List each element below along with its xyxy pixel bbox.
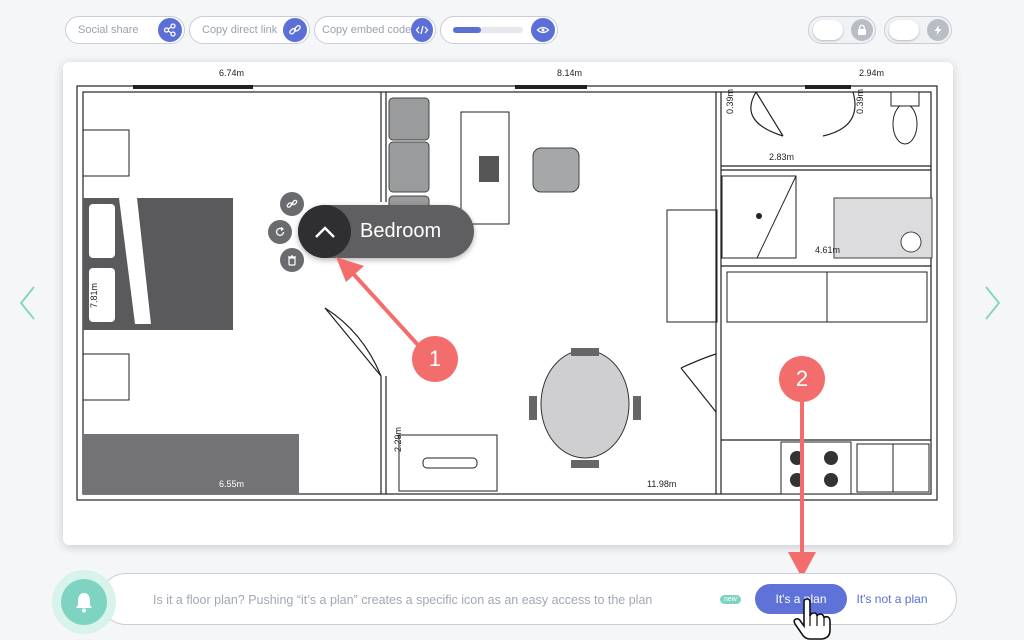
not-a-plan-button[interactable]: It's not a plan [856,592,928,606]
next-arrow-icon[interactable] [982,285,1002,321]
toggle-knob [813,20,843,40]
dimension-label: 8.14m [557,68,583,78]
dimension-label: 2.83m [769,152,795,162]
room-name[interactable]: Bedroom [360,220,442,242]
share-icon [158,18,182,42]
social-share-label: Social share [78,24,139,36]
zoom-slider[interactable] [440,16,558,44]
floor-plan-drawing [76,85,938,501]
bell-icon [61,579,107,625]
plan-confirmation-bar: Is it a floor plan? Pushing “it’s a plan… [100,573,957,625]
notice-text: Is it a floor plan? Pushing “it’s a plan… [153,593,653,607]
dimension-label: 2.94m [859,68,885,78]
previous-arrow-icon[interactable] [18,285,38,321]
lock-icon [851,19,873,41]
copy-link-label: Copy direct link [202,24,278,36]
eye-icon[interactable] [531,18,555,42]
hand-cursor-icon [793,598,831,640]
copy-embed-button[interactable]: Copy embed code [314,16,436,44]
code-icon [411,18,433,42]
dimension-label: 6.55m [219,479,245,489]
annotation-marker-2: 2 [779,356,825,402]
notification-bell[interactable] [52,570,116,634]
toggle-knob [889,20,919,40]
its-a-plan-button[interactable]: It's a plan [755,584,847,614]
link-icon [283,18,307,42]
lightning-icon [927,19,949,41]
slider-fill [453,27,481,33]
annotation-marker-1: 1 [412,336,458,382]
room-label-popup[interactable]: Bedroom [298,205,474,258]
slider-track[interactable] [453,27,523,33]
trash-icon[interactable] [280,248,304,272]
power-toggle[interactable] [884,16,952,44]
dimension-label: 6.74m [219,68,245,78]
new-badge: new [720,595,741,604]
copy-link-button[interactable]: Copy direct link [189,16,310,44]
link-icon[interactable] [280,192,304,216]
lock-toggle[interactable] [808,16,876,44]
copy-embed-label: Copy embed code [322,24,412,36]
dimension-label: 11.98m [647,479,677,489]
social-share-button[interactable]: Social share [65,16,185,44]
chevron-up-icon[interactable] [298,205,351,258]
floor-plan-card: 6.74m 8.14m 2.94m 0.39m 0.39m 2.83m 4.61… [63,62,953,545]
rotate-icon[interactable] [268,220,292,244]
dimension-label: 4.61m [815,245,841,255]
